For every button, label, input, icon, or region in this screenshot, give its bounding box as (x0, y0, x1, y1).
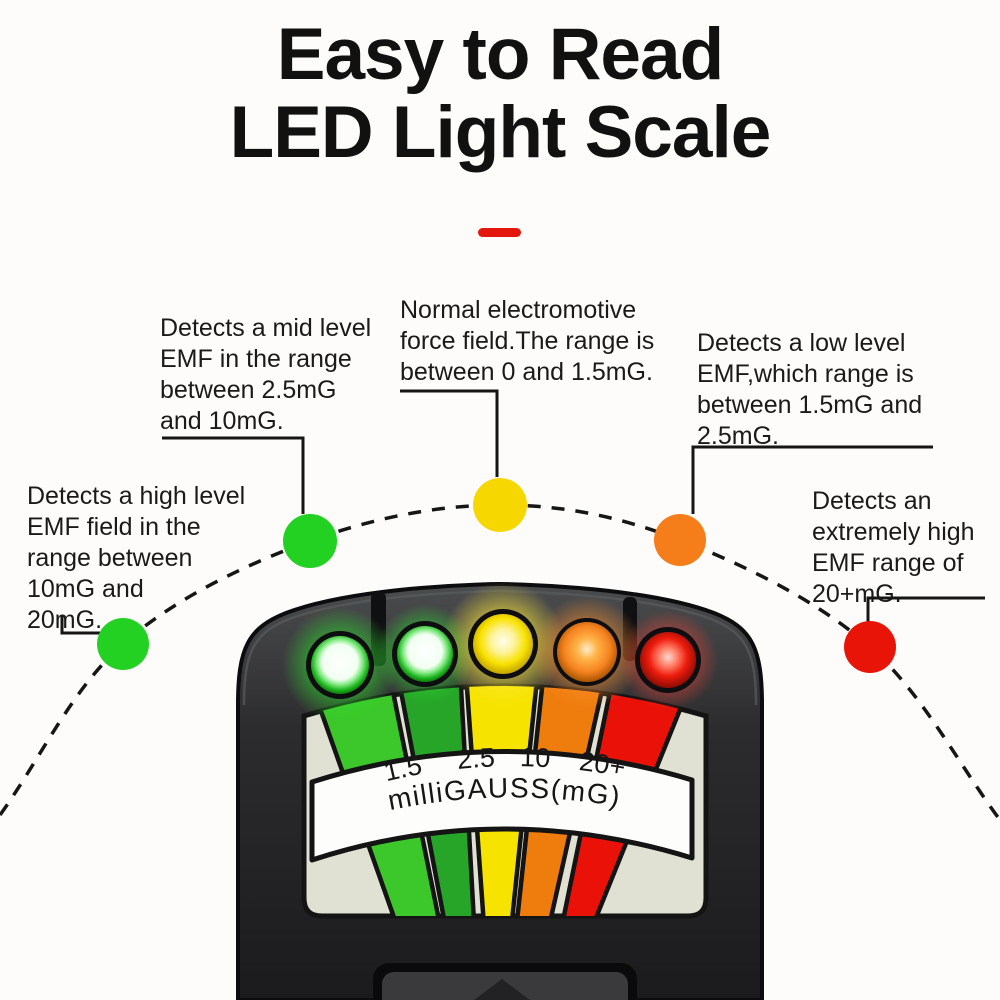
callout-normal-level: Normal electromotive force field.The ran… (400, 295, 654, 388)
normal-level-dot (473, 478, 527, 532)
callout-line: between 2.5mG (160, 376, 337, 404)
callout-line: force field.The range is (400, 327, 655, 355)
mode-button[interactable] (373, 963, 637, 1000)
page-title: Easy to Read LED Light Scale (0, 16, 1000, 172)
scale-tick-20plus: 20+ (578, 746, 628, 783)
title-line-2: LED Light Scale (229, 92, 772, 173)
callout-line: EMF in the range (160, 345, 352, 373)
callout-line: and 10mG. (160, 407, 284, 435)
led-orange (557, 622, 617, 682)
callout-line: Detects a mid level (160, 314, 372, 342)
callout-line: 10mG and (27, 575, 144, 603)
mid-level-dot (283, 514, 337, 568)
callout-line: EMF,which range is (697, 360, 914, 388)
callout-line: Detects an (812, 487, 932, 515)
callout-line: between 0 and 1.5mG. (400, 358, 653, 386)
emf-meter-device: 1.5 2.5 10 20+ milliGAUSS(mG) (236, 581, 764, 1000)
callout-line: 20mG. (27, 606, 103, 634)
extreme-level-dot (844, 621, 896, 673)
callout-mid-level: Detects a mid level EMF in the range bet… (160, 313, 371, 437)
callout-line: Detects a high level (27, 482, 246, 510)
callout-line: extremely high (812, 518, 975, 546)
connector-mid-level (162, 436, 305, 514)
led-green-2 (397, 626, 453, 682)
title-line-1: Easy to Read (276, 14, 724, 95)
scale-tick-2.5: 2.5 (456, 742, 496, 774)
callout-line: 20+mG. (812, 580, 902, 608)
callout-low-level: Detects a low level EMF,which range is b… (697, 328, 922, 452)
high-level-dot (97, 618, 149, 670)
button-arrow-icon (474, 979, 530, 1000)
callout-extreme-level: Detects an extremely high EMF range of 2… (812, 486, 975, 610)
callout-line: EMF field in the (27, 513, 201, 541)
red-divider-dash (478, 228, 521, 237)
callout-line: Detects a low level (697, 329, 906, 357)
led-green-1 (311, 636, 369, 694)
callout-line: between 1.5mG and (697, 391, 923, 419)
connector-high-level (60, 616, 100, 635)
scale-banner (309, 749, 695, 863)
callout-line: EMF range of (812, 549, 964, 577)
callout-line: Normal electromotive (400, 296, 637, 324)
callout-high-level: Detects a high level EMF field in the ra… (27, 481, 245, 636)
connector-normal-level (400, 389, 499, 477)
connector-low-level (691, 445, 933, 514)
callout-line: range between (27, 544, 193, 572)
led-row (306, 609, 701, 699)
led-yellow (473, 614, 533, 674)
connector-extreme-level (866, 596, 985, 623)
led-red (640, 632, 696, 688)
low-level-dot (654, 514, 706, 566)
callout-line: 2.5mG. (697, 422, 779, 450)
